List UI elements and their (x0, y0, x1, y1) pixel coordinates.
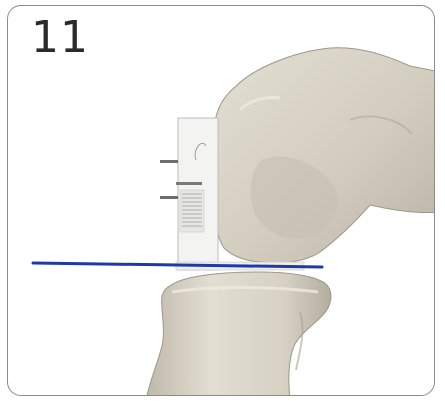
tibia-bone-illustration (146, 272, 331, 400)
femur-bone-illustration (214, 48, 440, 263)
